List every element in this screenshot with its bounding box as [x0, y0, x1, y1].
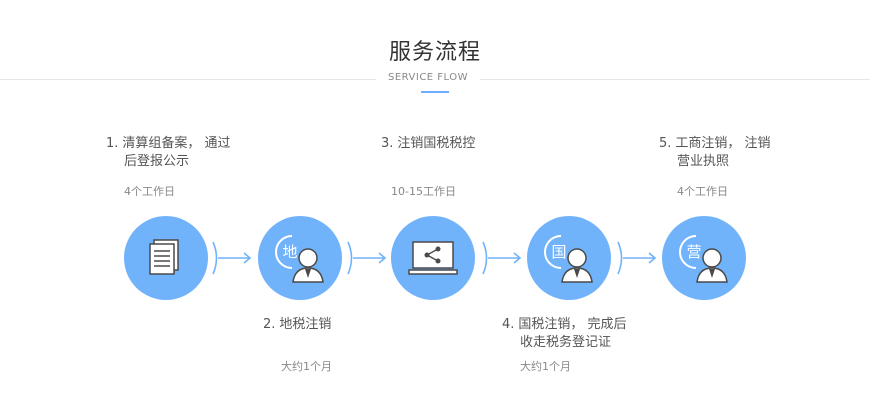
step-1-duration: 4个工作日 — [124, 185, 175, 198]
step-3-circle — [391, 216, 475, 300]
step-4-duration: 大约1个月 — [520, 360, 571, 373]
step-2-circle: 地 — [258, 216, 342, 300]
document-icon — [149, 239, 179, 275]
arrow-right-icon — [212, 241, 252, 275]
step-1-circle — [124, 216, 208, 300]
step-2-label: 2.地税注销 — [263, 317, 332, 332]
step-5-circle: 营 — [662, 216, 746, 300]
arrow-right-icon — [617, 241, 657, 275]
monitor-share-icon — [408, 241, 458, 275]
arrow-right-icon — [482, 241, 522, 275]
page-title: 服务流程 — [388, 40, 481, 65]
svg-text:国: 国 — [551, 243, 566, 261]
arrow-right-icon — [347, 241, 387, 275]
business-officer-icon: 营 — [679, 235, 728, 283]
step-5-duration: 4个工作日 — [677, 185, 728, 198]
divider-left — [0, 79, 376, 80]
step-3-duration: 10-15工作日 — [391, 185, 456, 198]
divider-right — [480, 79, 870, 80]
svg-text:营: 营 — [686, 243, 701, 261]
step-3-label: 3.注销国税税控 — [381, 136, 476, 151]
step-5-label: 5.工商注销， 注销 营业执照 — [659, 136, 771, 169]
page-subtitle: SERVICE FLOW — [387, 72, 469, 83]
step-2-duration: 大约1个月 — [281, 360, 332, 373]
svg-text:地: 地 — [282, 243, 297, 261]
national-tax-officer-icon: 国 — [544, 235, 593, 283]
step-4-label: 4.国税注销， 完成后 收走税务登记证 — [502, 317, 627, 350]
step-4-circle: 国 — [527, 216, 611, 300]
step-1-label: 1.清算组备案， 通过 后登报公示 — [106, 136, 231, 169]
local-tax-officer-icon: 地 — [275, 235, 324, 283]
subtitle-underline — [421, 91, 449, 93]
